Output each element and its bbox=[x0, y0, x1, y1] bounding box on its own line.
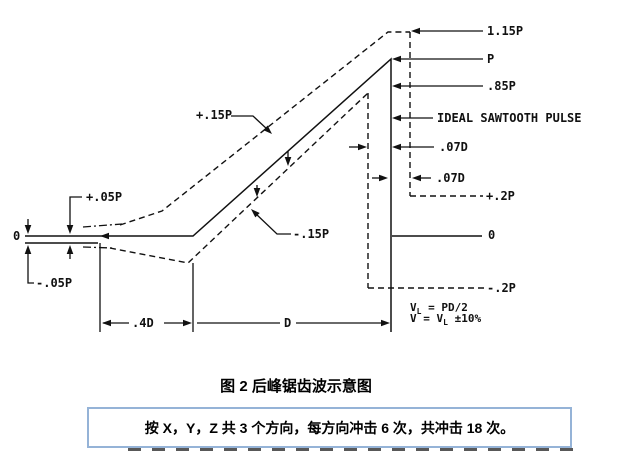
duration-dimension-arrowheads bbox=[102, 319, 390, 327]
velocity-formula-line1: VL = PD/2 bbox=[410, 302, 468, 316]
note-box: 按 X，Y，Z 共 3 个方向，每方向冲击 6 次，共冲击 18 次。 bbox=[87, 407, 572, 448]
right-leader-arrowheads bbox=[358, 27, 421, 182]
formula-v: V bbox=[410, 301, 417, 314]
tolerance-envelope-dashed bbox=[109, 31, 486, 289]
label-dim-d: D bbox=[284, 316, 292, 330]
formula-rest: = PD/2 bbox=[421, 301, 468, 314]
label-minus-15p: -.15P bbox=[293, 227, 330, 241]
left-dimension-lines bbox=[27, 196, 82, 284]
formula-pre: V = V bbox=[410, 312, 444, 325]
label-85p: .85P bbox=[487, 79, 516, 93]
sawtooth-diagram bbox=[24, 27, 486, 332]
figure-caption: 图 2 后峰锯齿波示意图 bbox=[220, 378, 372, 395]
note-text: 按 X，Y，Z 共 3 个方向，每方向冲击 6 次，共冲击 18 次。 bbox=[144, 419, 515, 436]
label-minus-2p: -.2P bbox=[487, 281, 516, 295]
formula-rest2: ±10% bbox=[447, 312, 482, 325]
label-plus-15p: +.15P bbox=[196, 108, 233, 122]
right-leader-lines bbox=[349, 30, 483, 179]
pulse-baseline-arrowhead bbox=[100, 232, 109, 240]
clipped-text-strip bbox=[128, 448, 583, 451]
label-zero-left: 0 bbox=[13, 229, 21, 243]
slope-leader-arrowheads bbox=[251, 125, 292, 218]
velocity-formula-line2: V = VL ±10% bbox=[410, 313, 481, 327]
label-p: P bbox=[487, 52, 495, 66]
label-zero-right: 0 bbox=[488, 228, 496, 242]
centerline-dashdot bbox=[82, 223, 123, 249]
formula-sub-l: L bbox=[416, 307, 422, 317]
label-plus-05p: +.05P bbox=[86, 190, 123, 204]
label-07d-upper: .07D bbox=[439, 140, 468, 154]
label-ideal-sawtooth-pulse: IDEAL SAWTOOTH PULSE bbox=[437, 111, 582, 125]
left-dimension-arrowheads bbox=[24, 225, 74, 254]
label-plus-2p: +.2P bbox=[486, 189, 515, 203]
label-115p: 1.15P bbox=[487, 24, 524, 38]
label-dim-4d: .4D bbox=[132, 316, 154, 330]
formula-sub-l2: L bbox=[443, 318, 448, 328]
label-07d-lower: .07D bbox=[436, 171, 465, 185]
label-minus-05p: -.05P bbox=[36, 276, 73, 290]
